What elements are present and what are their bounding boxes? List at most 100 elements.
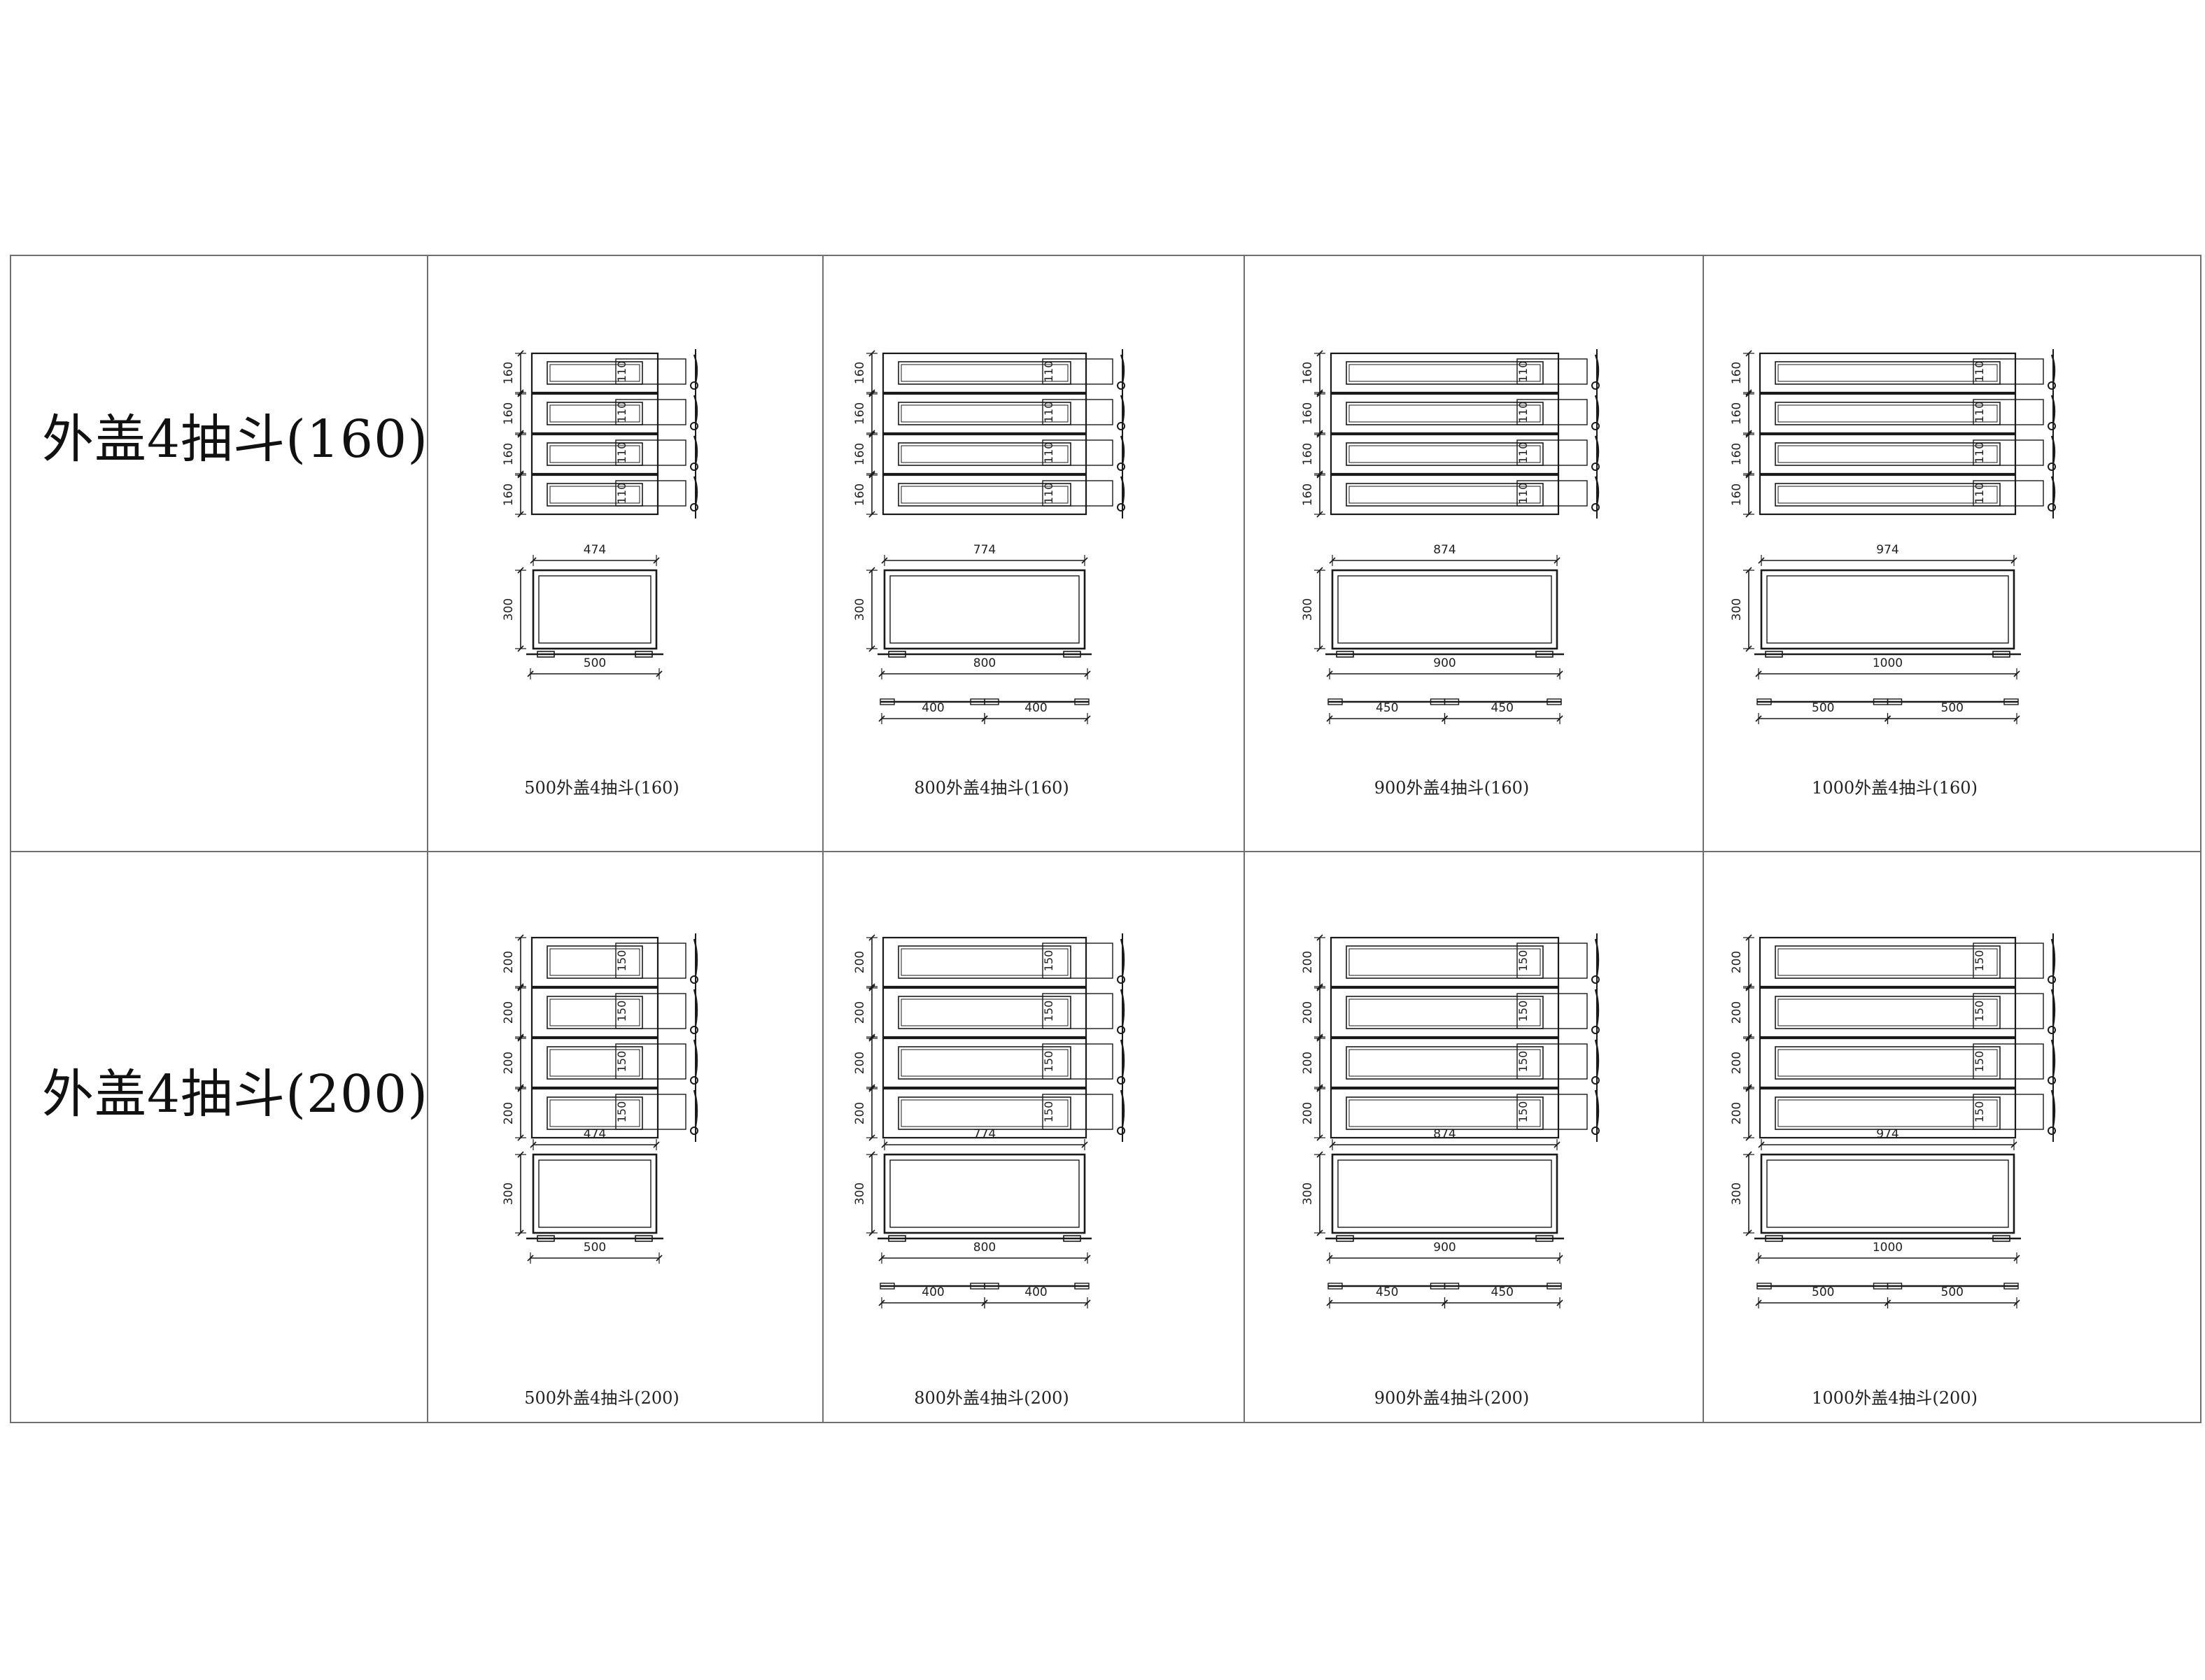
dimension-label: 500 [1941, 701, 1964, 715]
dimension-label: 450 [1376, 701, 1398, 715]
runner-wheel [690, 463, 698, 471]
drawer-inset-bead [1348, 1099, 1541, 1127]
side-height-label: 110 [1516, 442, 1530, 464]
runner-wheel [2048, 381, 2056, 390]
dimension-tick [517, 645, 524, 652]
column-divider [10, 255, 11, 1423]
dimension-tick [1755, 715, 1762, 722]
split-rail-clip [1756, 1283, 1772, 1290]
drawer-front [1330, 987, 1560, 1038]
dimension-tick [868, 472, 875, 479]
dimension-tick [517, 984, 524, 991]
dimension-tick [868, 1035, 875, 1042]
cell-caption: 500外盖4抽斗(200) [524, 1388, 679, 1408]
side-height-label: 150 [615, 1101, 628, 1123]
dimension-label: 450 [1491, 1285, 1514, 1299]
dimension-tick [517, 390, 524, 397]
side-height-label: 150 [1973, 950, 1986, 972]
dimension-label: 400 [922, 1285, 944, 1299]
dimension-tick [868, 390, 875, 397]
dimension-label: 500 [1941, 1285, 1964, 1299]
drawer-inset-panel [547, 1096, 643, 1130]
dimension-tick [1556, 670, 1563, 677]
column-divider [2200, 255, 2202, 1423]
side-height-label: 150 [1042, 1051, 1055, 1073]
drawer-inset-panel [547, 442, 643, 466]
cell-caption: 1000外盖4抽斗(160) [1812, 778, 1978, 798]
drawer-inset-bead [901, 948, 1069, 976]
drawer-inset-bead [1777, 404, 1998, 423]
side-panel [1516, 993, 1588, 1029]
runner-wheel [1591, 1127, 1600, 1135]
side-panel [1042, 439, 1113, 466]
drawer-inset-panel [1775, 442, 2001, 466]
dimension-label: 200 [1730, 951, 1744, 973]
drawer-inset-bead [1348, 948, 1541, 976]
cell-caption: 1000外盖4抽斗(200) [1812, 1388, 1978, 1408]
carcass-frame-inner [889, 1159, 1080, 1228]
dimension-tick [1326, 670, 1333, 677]
runner-wheel [2048, 422, 2056, 430]
drawer-inset-panel [898, 996, 1071, 1029]
dimension-label: 200 [1730, 1102, 1744, 1124]
carcass-frame-outer [883, 569, 1086, 650]
drawer-inset-panel [547, 1046, 643, 1080]
drawer-front [882, 936, 1087, 988]
base-foot [888, 651, 906, 658]
dimension-tick [517, 1085, 524, 1092]
dimension-tick [1755, 670, 1762, 677]
dimension-label: 200 [853, 1102, 867, 1124]
dimension-tick [881, 557, 888, 564]
dimension-label: 300 [853, 1183, 867, 1205]
dimension-tick [527, 670, 534, 677]
dimension-tick [878, 1299, 885, 1306]
side-height-label: 110 [1973, 402, 1986, 423]
dimension-tick [517, 430, 524, 437]
dimension-tick [656, 1255, 663, 1262]
split-rail-clip [1444, 698, 1460, 705]
runner-wheel [2048, 1076, 2056, 1085]
runner-wheel [1117, 1026, 1125, 1034]
drawer-front [882, 1037, 1087, 1089]
runner-wheel [1591, 381, 1600, 390]
dimension-tick [656, 670, 663, 677]
dimension-tick [1081, 1141, 1088, 1148]
dimension-tick [1329, 557, 1336, 564]
drawer-inset-bead [901, 404, 1069, 423]
base-foot [1063, 1235, 1081, 1242]
dimension-tick [1745, 934, 1752, 941]
side-height-label: 110 [1516, 402, 1530, 423]
dimension-label: 160 [1301, 443, 1315, 465]
drawer-front [1759, 936, 2017, 988]
runner-wheel [1117, 381, 1125, 390]
split-rail-clip [984, 698, 999, 705]
dimension-label: 160 [853, 443, 867, 465]
runner-wheel [2048, 503, 2056, 511]
drawer-front [1330, 393, 1560, 435]
drawer-inset-bead [549, 364, 640, 382]
dimension-tick [868, 934, 875, 941]
dimension-tick [1316, 472, 1323, 479]
dimension-tick [2010, 1141, 2017, 1148]
base-foot [1063, 651, 1081, 658]
drawer-inset-bead [1777, 445, 1998, 463]
base-foot [1992, 1235, 2010, 1242]
side-height-label: 150 [1973, 1001, 1986, 1022]
dimension-tick [1316, 389, 1323, 396]
dimension-tick [1316, 431, 1323, 438]
dimension-tick [868, 511, 875, 518]
drawer-front [1330, 1087, 1560, 1139]
side-panel [1042, 993, 1113, 1029]
dimension-label: 500 [1812, 1285, 1834, 1299]
dimension-tick [868, 1033, 875, 1040]
drawer-inset-panel [1775, 1046, 2001, 1080]
dimension-tick [1316, 1033, 1323, 1040]
dimension-label: 900 [1433, 656, 1456, 670]
row-label: 外盖4抽斗(200) [42, 1064, 429, 1124]
dimension-tick [1745, 1151, 1752, 1158]
runner-wheel [1117, 975, 1125, 984]
dimension-tick [1316, 567, 1323, 574]
dimension-tick [1316, 1229, 1323, 1236]
dimension-label: 200 [502, 1052, 516, 1074]
dimension-tick [2010, 557, 2017, 564]
